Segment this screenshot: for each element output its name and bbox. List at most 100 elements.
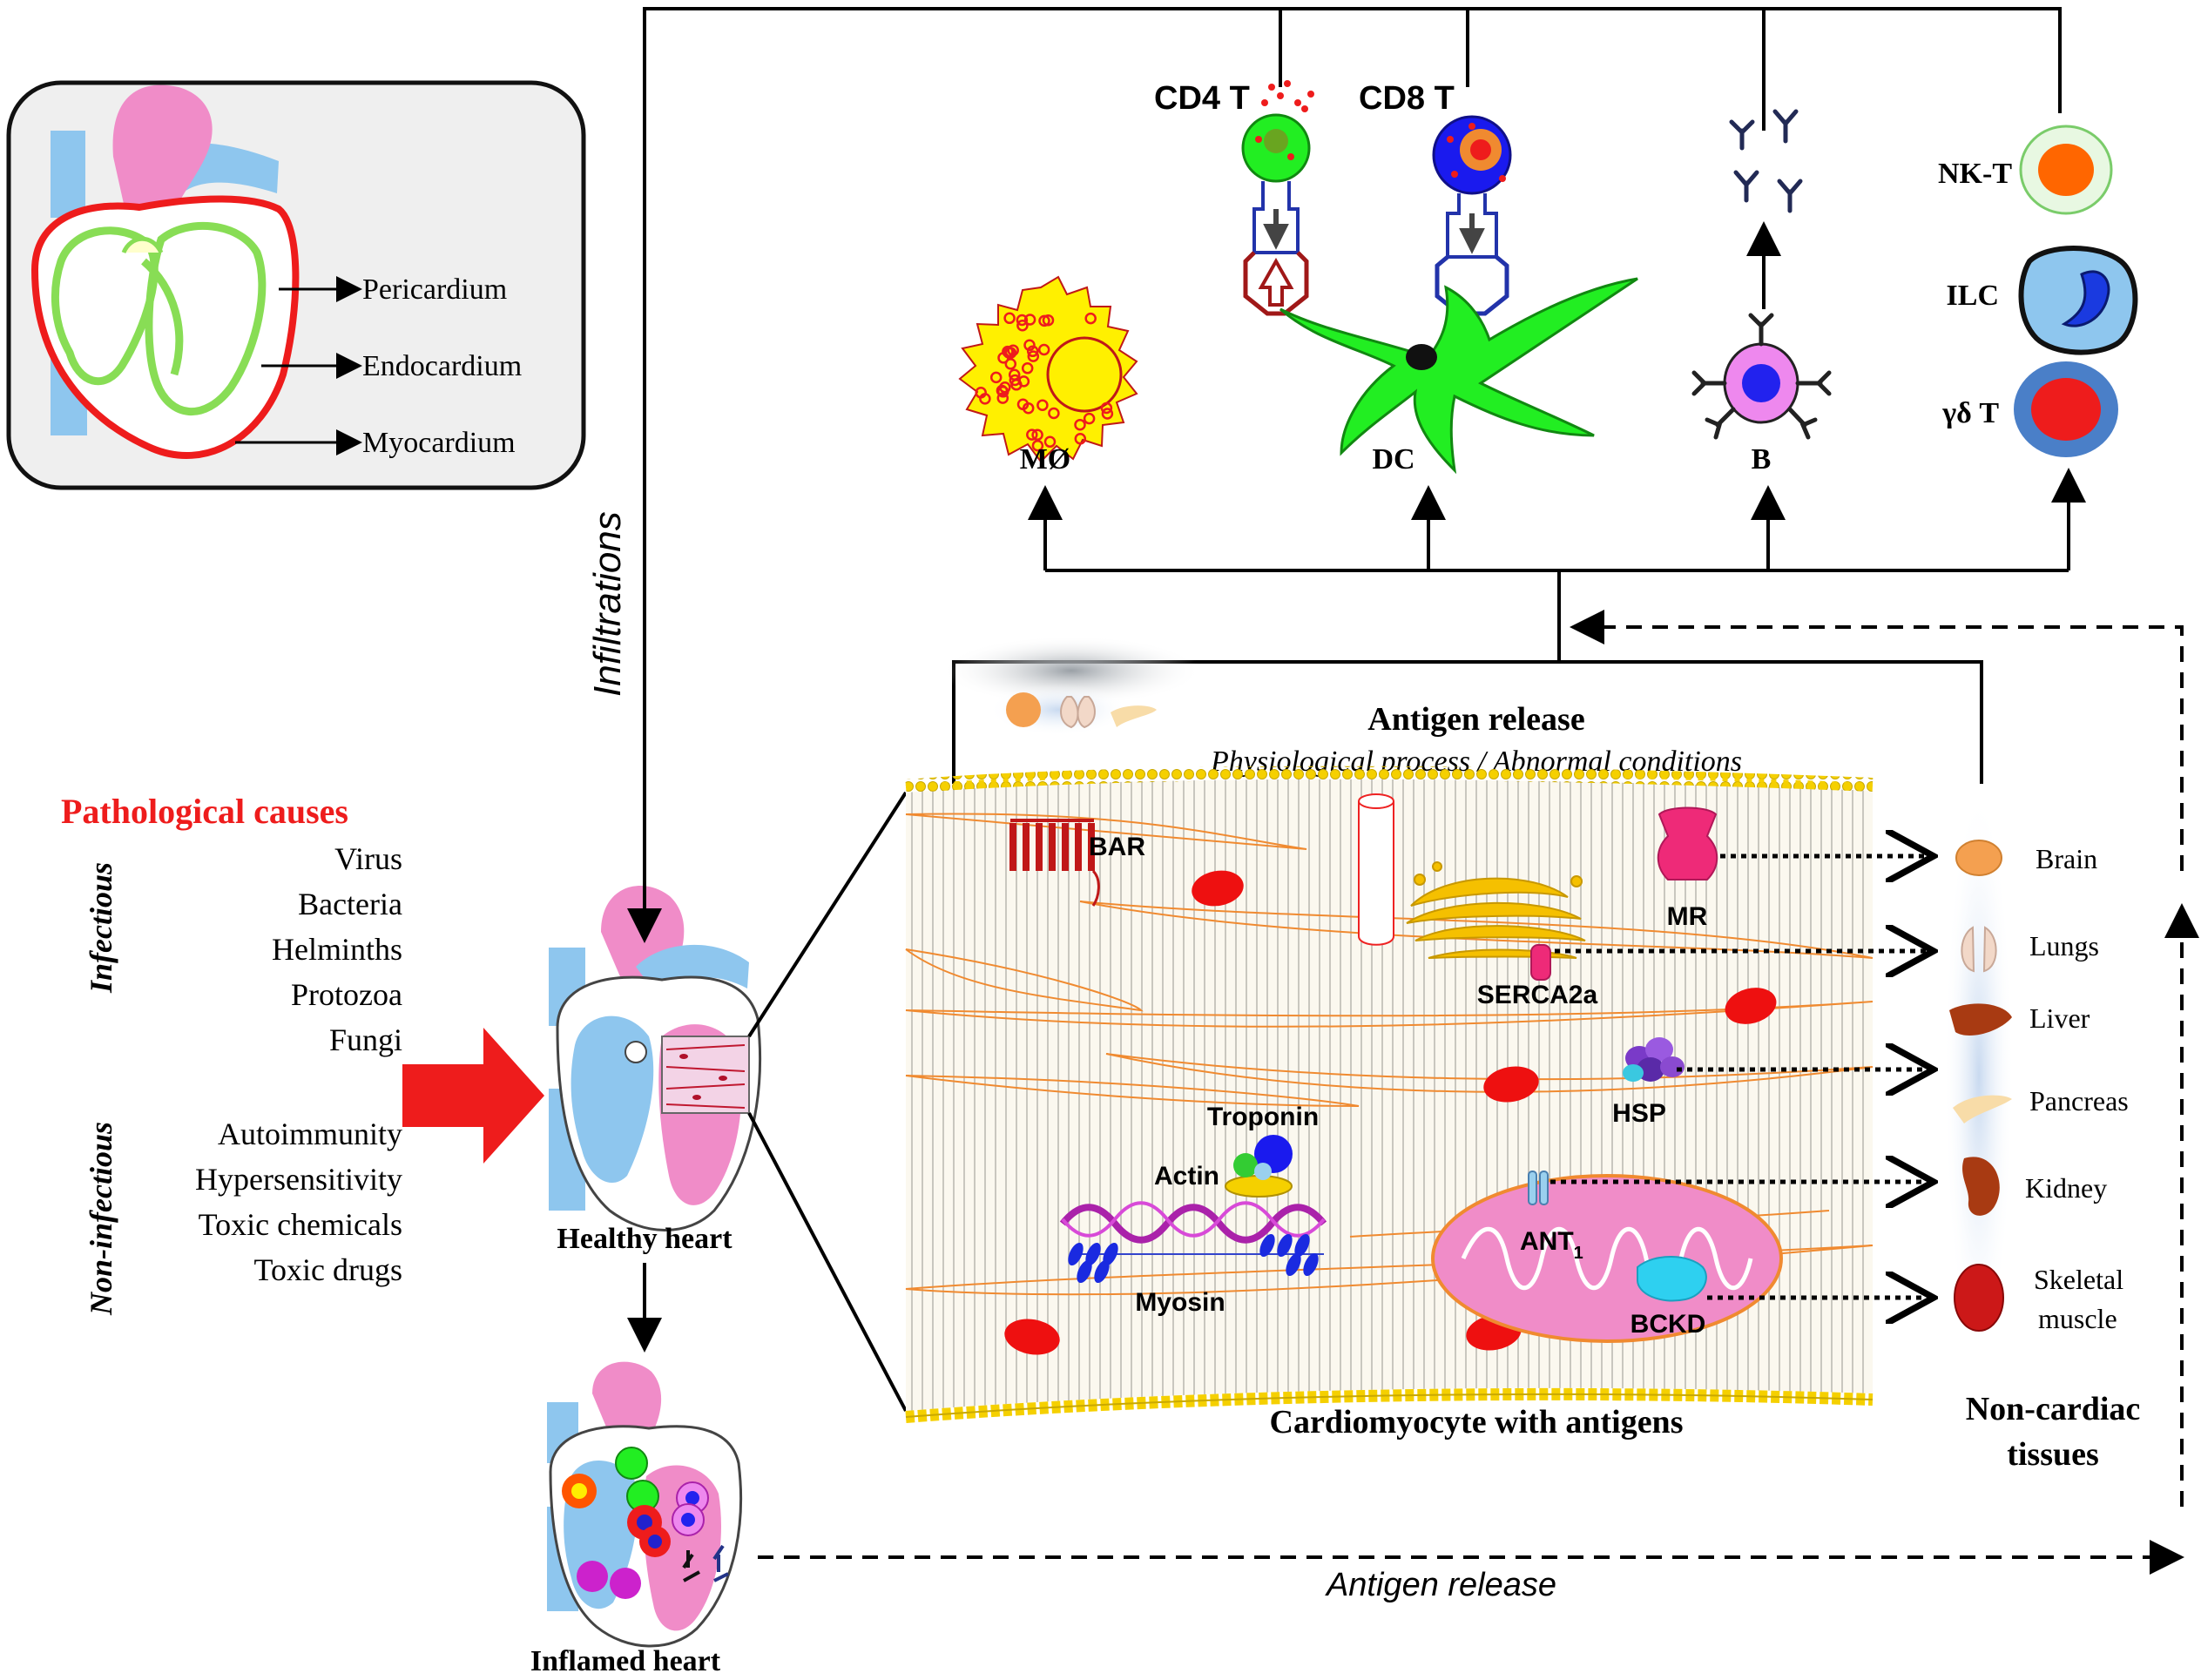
cd8-label: CD8 T	[1359, 80, 1455, 117]
macrophage-granule	[1043, 435, 1057, 449]
cause-item: Bacteria	[298, 887, 402, 921]
septum-band	[141, 258, 184, 376]
macrophage-granule	[1002, 345, 1014, 358]
aortic-arch-icon	[112, 84, 213, 235]
macrophage-granule	[1023, 339, 1036, 352]
myosin-heads-icon	[1068, 1233, 1319, 1284]
macrophage-granule	[1100, 401, 1113, 415]
macrophage-granule	[1084, 312, 1097, 325]
macrophage-granule	[989, 371, 1003, 384]
actin-label: Actin	[1154, 1162, 1219, 1191]
macrophage-granule	[1016, 314, 1029, 327]
cardiomyocyte-panel: Antigen release Physiological process / …	[905, 636, 1983, 1440]
macrophage-granule	[1003, 312, 1016, 325]
immune-cells: CD4 T CD8 T DC MØ	[958, 80, 2138, 662]
macrophage-granule	[1037, 343, 1050, 356]
macrophage-granule	[1026, 428, 1038, 441]
macrophage-granule	[1101, 408, 1114, 420]
organ-mini-icons	[1006, 692, 1157, 729]
mr-receptor-icon	[1657, 806, 1718, 880]
macrophage-granule	[1074, 433, 1087, 445]
ilc-cell-icon	[2018, 246, 2138, 355]
troponin-complex-icon	[1225, 1135, 1293, 1198]
antibodies-icon	[1729, 109, 1803, 213]
endocardium-wall	[145, 221, 267, 415]
serca-pump-icon	[1530, 944, 1551, 981]
tissues-caption-line1: Non-cardiac	[1966, 1391, 2141, 1427]
serca-label: SERCA2a	[1477, 981, 1598, 1009]
infectious-list: Virus Bacteria Helminths Protozoa Fungi	[272, 841, 402, 1057]
pathological-causes: Pathological causes Infectious Non-infec…	[61, 792, 544, 1316]
nkt-label: NK-T	[1938, 158, 2012, 190]
dendritic-cell-icon	[1279, 277, 1638, 475]
macrophage-granule	[1017, 375, 1030, 388]
bckd-label: BCKD	[1630, 1310, 1706, 1339]
macrophage-granule	[1048, 407, 1060, 420]
label-myocardium: Myocardium	[362, 427, 516, 459]
kidney-icon	[1962, 1157, 2000, 1216]
noninfectious-list: Autoimmunity Hypersensitivity Toxic chem…	[195, 1117, 402, 1287]
bar-label: BAR	[1089, 833, 1145, 861]
macrophage-granule	[975, 387, 987, 399]
cause-item: Helminths	[272, 932, 402, 967]
heart-layers-inset: Pericardium Endocardium Myocardium	[6, 80, 586, 490]
macrophage-granule	[1027, 350, 1040, 362]
healthy-heart-label: Healthy heart	[557, 1223, 733, 1255]
tissue-item: Liver	[2029, 1002, 2090, 1034]
bar-receptor-icon	[1009, 823, 1095, 871]
macrophage-granule	[1031, 439, 1044, 452]
aorta-blue-icon	[51, 131, 85, 218]
myosin-label: Myosin	[1135, 1288, 1225, 1317]
macrophage-granule	[999, 381, 1011, 394]
brain-icon	[1955, 840, 2002, 876]
macrophage-granule	[1036, 399, 1049, 411]
b-label: B	[1752, 443, 1772, 476]
macrophage-granule	[1022, 401, 1035, 415]
inflamed-heart-label: Inflamed heart	[530, 1645, 721, 1676]
antigen-release-loop	[758, 610, 2199, 1575]
macrophage-granule	[1023, 314, 1036, 326]
causes-title: Pathological causes	[61, 792, 348, 831]
macrophage-granule	[1021, 362, 1034, 374]
infectious-heading: Infectious	[84, 862, 118, 994]
macrophage-granule	[1031, 428, 1043, 442]
cd4-t-cell-icon	[1241, 113, 1311, 183]
antigen-release-heading: Antigen release	[1367, 701, 1584, 738]
tissue-item: Lungs	[2029, 930, 2099, 961]
macrophage-granule	[1083, 412, 1096, 425]
infiltration-arrows: Infiltrations	[586, 7, 2062, 943]
cause-item: Fungi	[329, 1022, 402, 1057]
hsp-icon	[1623, 1037, 1685, 1082]
macrophage-granule	[1026, 345, 1039, 358]
cause-item: Hypersensitivity	[195, 1162, 402, 1197]
tissue-item: Pancreas	[2029, 1085, 2129, 1117]
liver-icon	[1949, 1003, 2012, 1036]
cause-item: Toxic chemicals	[199, 1207, 402, 1242]
ant-transporter-icon	[1528, 1171, 1549, 1205]
actin-filament-icon	[1059, 1204, 1327, 1244]
macrophage-granule	[1074, 418, 1086, 431]
cause-item: Toxic drugs	[254, 1252, 402, 1287]
cardiomyocyte-caption: Cardiomyocyte with antigens	[1270, 1404, 1684, 1440]
macrophage-granule	[1016, 319, 1029, 332]
tissue-item: muscle	[2038, 1303, 2117, 1334]
troponin-label: Troponin	[1207, 1103, 1319, 1131]
cause-item: Autoimmunity	[218, 1117, 402, 1151]
mr-label: MR	[1667, 902, 1708, 931]
tissues-caption-line2: tissues	[2007, 1436, 2099, 1473]
hsp-label: HSP	[1612, 1099, 1666, 1128]
healthy-heart: Healthy heart	[549, 886, 762, 1255]
macrophage-label: MØ	[1020, 443, 1071, 476]
bckd-enzyme-icon	[1637, 1256, 1707, 1302]
tissue-item: Skeletal	[2034, 1264, 2123, 1295]
skeletal-muscle-icon	[1954, 1264, 2004, 1332]
lungs-icon	[1961, 926, 1997, 973]
macrophage-granule	[1004, 358, 1017, 370]
cause-item: Virus	[334, 841, 402, 876]
pancreas-icon	[1953, 1095, 2012, 1123]
label-pericardium: Pericardium	[362, 273, 507, 306]
noninfectious-heading: Non-infectious	[84, 1122, 118, 1316]
gdt-label: γδ T	[1941, 397, 1999, 429]
